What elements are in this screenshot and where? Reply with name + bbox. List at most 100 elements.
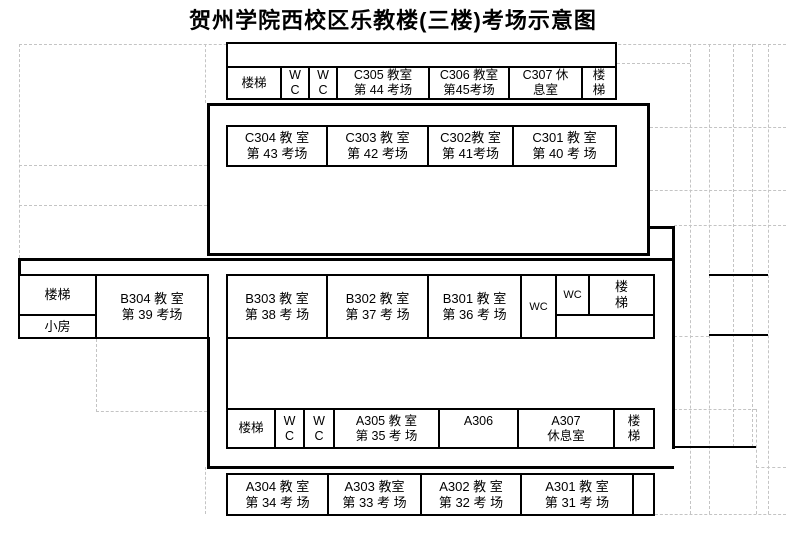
wall-lower-left (207, 337, 210, 469)
cell-label-line: 梯 (614, 295, 628, 310)
empty-room (634, 475, 653, 514)
grid-line (674, 409, 756, 410)
room-a302: A302 教 室 第 32 考 场 (422, 475, 522, 514)
stair-room: 楼 梯 (615, 410, 653, 447)
wing-top-wall (709, 274, 768, 276)
room-c305: C305 教室 第 44 考场 (338, 68, 430, 98)
grid-line (768, 44, 769, 514)
stair-room: 楼梯 (228, 68, 282, 98)
cell-label-line: 楼 (627, 413, 641, 428)
cell-label-line: W (317, 68, 329, 82)
cell-label-line: C303 教 室 (345, 130, 410, 145)
cell-label-line: W (289, 68, 301, 82)
grid-line (756, 409, 757, 514)
cell-label-line: C302教 室 (440, 130, 501, 145)
cell-label-line: 楼 (592, 68, 606, 82)
grid-line (674, 225, 786, 226)
grid-line (19, 44, 20, 258)
cell-label-line: C307 休 (522, 68, 569, 82)
empty-room (557, 316, 653, 337)
corridor-inner-wall (226, 337, 228, 410)
room-c304: C304 教 室 第 43 考场 (228, 127, 328, 165)
b-left-box: 楼梯 小房 B304 教 室 第 39 考场 (18, 274, 209, 339)
top-corridor (226, 42, 617, 68)
grid-line (650, 190, 786, 191)
top-room-row: 楼梯 W C W C C305 教室 第 44 考场 C306 教室 第45考场… (226, 66, 617, 100)
cell-label-line: A304 教 室 (245, 478, 310, 494)
cell-label-line: W (283, 413, 296, 428)
cell-label-line: 楼 (614, 279, 628, 294)
corridor-top-wall (18, 258, 674, 261)
stair-room: 楼梯 (228, 410, 276, 447)
cell-label-line (477, 429, 480, 444)
room-a306: A306 (440, 410, 519, 447)
cell-label-line: C (284, 428, 295, 443)
cell-label-line: WC (529, 300, 548, 313)
cell-label-line: C (314, 428, 324, 443)
grid-line (19, 205, 207, 206)
cell-label-line: 第45考场 (443, 83, 495, 97)
cell-label-line: 第 31 考 场 (544, 494, 610, 510)
wall-lower-bottom (207, 466, 674, 469)
grid-line (96, 411, 207, 412)
cell-label-line: B301 教 室 (442, 290, 507, 306)
cell-label-line: C306 教室 (439, 68, 499, 82)
cell-label-line: C305 教室 (353, 68, 413, 82)
wing-bottom-wall (709, 334, 768, 336)
a-room-row: A304 教 室 第 34 考 场 A303 教室 第 33 考 场 A302 … (226, 473, 655, 516)
cell-label-line: C (290, 83, 300, 97)
grid-line (205, 467, 206, 514)
cell-label-line: W (313, 413, 325, 428)
wc-room: W C (305, 410, 335, 447)
cell-label-line: B303 教 室 (245, 290, 309, 306)
room-c303: C303 教 室 第 42 考场 (328, 127, 429, 165)
wall-extension (674, 446, 756, 448)
cell-label-line: 第 34 考 场 (245, 494, 310, 510)
cell-label-line: 楼梯 (238, 421, 264, 435)
cell-label-line: 第 44 考场 (353, 83, 413, 97)
grid-line (752, 44, 753, 447)
page-title: 贺州学院西校区乐教楼(三楼)考场示意图 (189, 8, 597, 33)
small-room: 小房 (20, 316, 95, 337)
cell-label-line: WC (563, 289, 582, 301)
room-c306: C306 教室 第45考场 (430, 68, 510, 98)
grid-line (205, 44, 206, 103)
wall-step (650, 226, 674, 229)
cell-label-line (642, 487, 646, 503)
cell-label-line: A301 教 室 (545, 478, 609, 494)
room-b302: B302 教 室 第 37 考 场 (328, 276, 429, 337)
cell-label-line: 楼梯 (241, 75, 267, 90)
cell-label-line: B304 教 室 (120, 290, 184, 306)
cell-label-line: 第 42 考场 (347, 146, 408, 161)
room-c301: C301 教 室 第 40 考 场 (514, 127, 615, 165)
cell-label-line: 楼梯 (44, 287, 71, 302)
b-room-row: B303 教 室 第 38 考 场 B302 教 室 第 37 考 场 B301… (226, 274, 655, 339)
cell-label-line: 梯 (592, 83, 606, 97)
wc-room: W C (282, 68, 310, 98)
cell-label-line: 第 43 考场 (246, 146, 308, 161)
wc-room: W C (276, 410, 305, 447)
room-b303: B303 教 室 第 38 考 场 (228, 276, 328, 337)
grid-line (617, 63, 690, 64)
cell-label-line: A307 (551, 413, 581, 428)
room-a301: A301 教 室 第 31 考 场 (522, 475, 634, 514)
room-c307-rest: C307 休 息室 (510, 68, 583, 98)
stair-room: 楼梯 (20, 276, 95, 316)
cell-label-line: 第 41考场 (441, 146, 500, 161)
room-a307-rest: A307 休息室 (519, 410, 615, 447)
stair-room: 楼 梯 (583, 68, 615, 98)
cell-label-line: C (318, 83, 328, 97)
cell-label-line: 第 33 考 场 (342, 494, 407, 510)
cell-label-line: C304 教 室 (244, 130, 310, 145)
grid-line (19, 165, 207, 166)
cell-label-line: 息室 (532, 83, 558, 97)
cell-label-line: C301 教 室 (532, 130, 597, 145)
grid-line (733, 44, 734, 447)
room-a305: A305 教 室 第 35 考 场 (335, 410, 440, 447)
cell-label-line: 第 38 考 场 (244, 306, 310, 322)
cell-label-line: 梯 (627, 428, 641, 443)
grid-line (96, 339, 97, 412)
cell-label-line: 第 37 考 场 (345, 306, 410, 322)
wc-room: W C (310, 68, 338, 98)
